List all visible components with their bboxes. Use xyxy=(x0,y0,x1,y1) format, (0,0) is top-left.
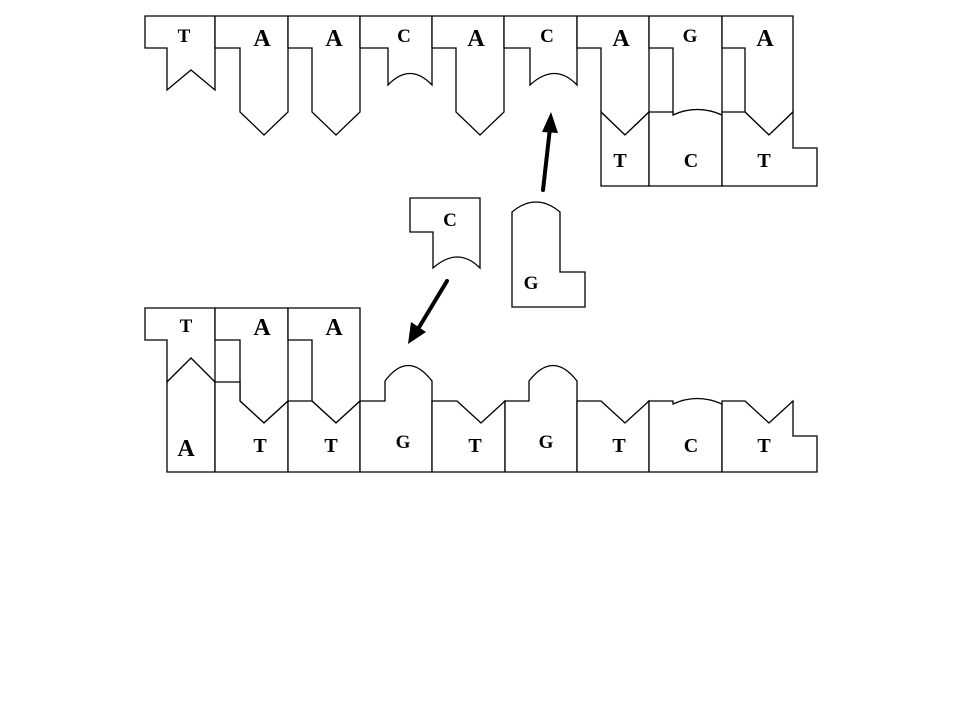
bottom-complement-nucleotide-g xyxy=(504,365,578,473)
top-template-label: T xyxy=(178,26,191,47)
top-template-label: A xyxy=(612,26,630,52)
top-complement-label: T xyxy=(757,150,771,172)
top-template-nucleotide-a xyxy=(287,15,361,136)
bottom-complement-label: G xyxy=(396,432,411,453)
free-nucleotide-c xyxy=(409,197,481,270)
top-complement-nucleotide-t xyxy=(721,110,818,187)
top-complement-label: C xyxy=(684,150,698,172)
arrow-up xyxy=(541,126,552,192)
top-template-label: G xyxy=(683,26,698,47)
top-template-nucleotide-c xyxy=(503,15,578,87)
bottom-complement-label: T xyxy=(612,435,626,457)
bottom-template-strand: T A A xyxy=(144,307,361,424)
bottom-complement-label: T xyxy=(757,435,771,457)
bottom-complement-label: A xyxy=(177,436,195,462)
bottom-complement-nucleotide-c xyxy=(648,397,723,473)
top-template-strand: T A A C A C A G A xyxy=(144,15,794,136)
bottom-complement-label: T xyxy=(468,435,482,457)
bottom-complement-label: T xyxy=(253,435,267,457)
free-nucleotides: C G xyxy=(409,197,586,308)
bottom-template-label: A xyxy=(325,315,343,341)
top-template-label: A xyxy=(467,26,485,52)
free-nucleotide-g xyxy=(511,201,586,308)
arrow-down xyxy=(416,279,449,331)
bottom-complement-nucleotide-t xyxy=(214,381,289,473)
top-template-label: C xyxy=(397,26,411,47)
bottom-complement-strand: A T T G T G T C T xyxy=(166,357,818,473)
top-template-label: A xyxy=(253,26,271,52)
free-nucleotide-label: C xyxy=(443,210,457,231)
bottom-complement-label: T xyxy=(324,435,338,457)
bottom-complement-nucleotide-g xyxy=(359,365,433,473)
top-complement-strand: T C T xyxy=(600,108,818,187)
top-template-label: A xyxy=(325,26,343,52)
bottom-template-label: A xyxy=(253,315,271,341)
arrow-down-head xyxy=(408,322,426,344)
top-complement-nucleotide-c xyxy=(648,108,723,187)
arrows xyxy=(408,112,558,344)
free-nucleotide-label: G xyxy=(524,273,539,294)
top-template-label: A xyxy=(756,26,774,52)
bottom-complement-label: C xyxy=(684,435,698,457)
top-template-nucleotide-c xyxy=(359,15,433,87)
top-complement-label: T xyxy=(613,150,627,172)
bottom-complement-nucleotide-t xyxy=(721,399,818,473)
bottom-template-label: T xyxy=(180,316,193,337)
bottom-complement-label: G xyxy=(539,432,554,453)
arrow-up-head xyxy=(542,112,558,133)
top-template-nucleotide-a xyxy=(214,15,289,136)
top-template-label: C xyxy=(540,26,554,47)
